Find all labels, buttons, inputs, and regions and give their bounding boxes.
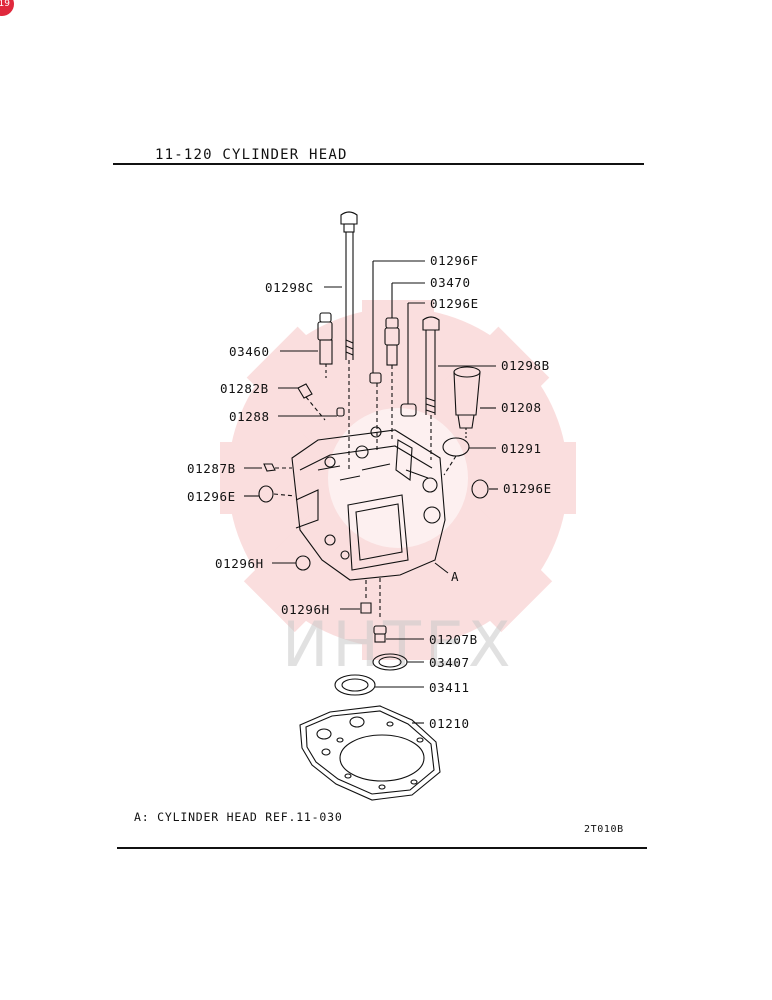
ring-03411-drawing bbox=[334, 674, 376, 696]
callout-03411: 03411 bbox=[429, 680, 470, 695]
callout-01296h-lower: 01296H bbox=[281, 602, 330, 617]
callout-01287b: 01287B bbox=[187, 461, 236, 476]
plug-01296h-upper-drawing bbox=[295, 555, 311, 571]
footer-rule bbox=[117, 847, 647, 849]
valve-guide-03460-drawing bbox=[317, 312, 333, 378]
callout-01296e-left: 01296E bbox=[187, 489, 236, 504]
watermark-text: ИНТЕХ bbox=[282, 608, 515, 681]
plug-01296h-lower-drawing bbox=[360, 602, 372, 614]
reference-note: A: CYLINDER HEAD REF.11-030 bbox=[134, 810, 343, 824]
plug-01287b-drawing bbox=[263, 463, 276, 472]
callout-03470: 03470 bbox=[430, 275, 471, 290]
callout-a: A bbox=[451, 569, 459, 584]
callout-03407: 03407 bbox=[429, 655, 470, 670]
pin-01282b-drawing bbox=[297, 383, 313, 399]
callout-01296f: 01296F bbox=[430, 253, 479, 268]
callout-01291: 01291 bbox=[501, 441, 542, 456]
plug-01288-drawing bbox=[336, 407, 345, 417]
leader-lines bbox=[244, 260, 498, 724]
title-rule bbox=[113, 163, 644, 165]
seal-01296e-top-drawing bbox=[400, 403, 417, 417]
head-gasket-01210-drawing bbox=[299, 705, 441, 801]
valve-guide-03470-drawing bbox=[384, 317, 400, 366]
sleeve-01207b-drawing bbox=[373, 625, 387, 643]
callout-01296e-top: 01296E bbox=[430, 296, 479, 311]
drawing-code: 2T010B bbox=[584, 824, 624, 835]
cap-01296e-left-drawing bbox=[258, 485, 274, 503]
stud-bolt-01298b-drawing bbox=[422, 316, 440, 415]
callout-01210: 01210 bbox=[429, 716, 470, 731]
callout-01282b: 01282B bbox=[220, 381, 269, 396]
callout-01288: 01288 bbox=[229, 409, 270, 424]
callout-01296e-right: 01296E bbox=[503, 481, 552, 496]
cylinder-head-block-drawing bbox=[291, 426, 446, 581]
nozzle-holder-01208-drawing bbox=[453, 366, 481, 438]
callout-01207b: 01207B bbox=[429, 632, 478, 647]
callout-01208: 01208 bbox=[501, 400, 542, 415]
stud-bolt-01298c-drawing bbox=[340, 211, 358, 360]
callout-03460: 03460 bbox=[229, 344, 270, 359]
page-badge: 19 bbox=[0, 0, 14, 16]
washer-01291-drawing bbox=[442, 437, 470, 457]
callout-01296h-upper: 01296H bbox=[215, 556, 264, 571]
page-title: 11-120 CYLINDER HEAD bbox=[155, 147, 348, 163]
alignment-lines bbox=[273, 360, 457, 620]
callout-01298b: 01298B bbox=[501, 358, 550, 373]
callout-01298c: 01298C bbox=[265, 280, 314, 295]
cap-01296e-right-drawing bbox=[471, 479, 489, 499]
ring-03407-drawing bbox=[372, 653, 408, 671]
seal-01296f-drawing bbox=[369, 372, 382, 384]
